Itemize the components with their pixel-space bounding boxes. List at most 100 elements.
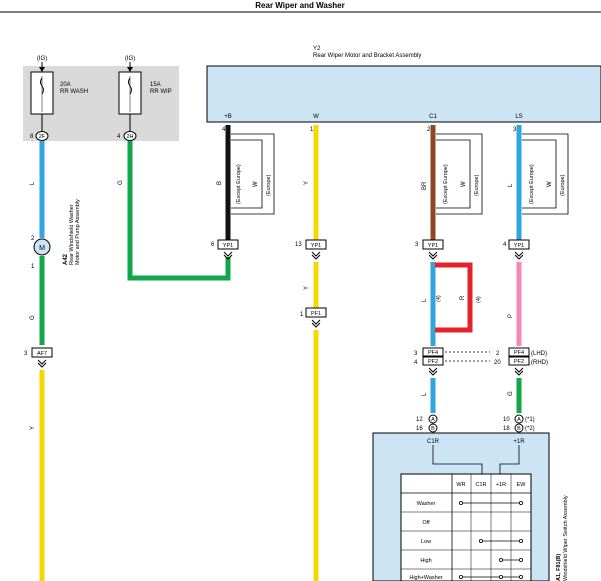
pf2-r-note: (RHD) [531, 360, 548, 366]
pf4-r-connector [508, 347, 530, 357]
yp1-d-connector [508, 239, 530, 250]
wire-label-w2: W [461, 181, 467, 187]
washer-motor-id: A42 [63, 253, 69, 265]
wire-label-r: R [460, 295, 466, 300]
terminal-ls: LS [515, 114, 522, 120]
switch-row-off: Off [422, 520, 430, 526]
switch-contacts [458, 500, 524, 580]
variant-europe-2: (Europe) [474, 174, 480, 196]
pf1-pin: 1 [300, 312, 304, 318]
wire-label-l: L [30, 181, 36, 185]
sw-left-a-circle [428, 414, 438, 424]
pf2-r-pin: 20 [494, 360, 501, 366]
switch-col-ew: EW [517, 482, 527, 488]
yp1-d-pin: 4 [503, 242, 507, 248]
yp1-a-label: YP1 [223, 243, 233, 249]
page-title: Rear Wiper and Washer [255, 1, 344, 10]
pf4-l-pin: 3 [414, 351, 418, 357]
terminal-pin-4: 4 [222, 127, 226, 133]
sw-right-pin-a: 10 [503, 417, 510, 423]
yp1-c-chevron [428, 251, 438, 260]
sw-right-a-id: A [517, 417, 521, 423]
terminal-plus-b: +B [224, 114, 232, 120]
wire-label-l2: L [508, 183, 514, 187]
variant-v4-left: (4) [436, 295, 442, 302]
terminal-pin-1: 1 [310, 127, 314, 133]
pf2-r-connector [508, 356, 530, 366]
pf2-r-label: PF2 [514, 359, 524, 365]
fuse-2-connector-label: 2H [126, 134, 133, 140]
variant-bracket-ls-outer [522, 133, 569, 215]
sw-left-pin-a: 12 [416, 417, 423, 423]
fuse-1-pin: 8 [30, 134, 34, 140]
yp1-b-connector [305, 239, 327, 250]
switch-assembly-id: A1, F81(B) [556, 554, 562, 581]
wire-red-variant [435, 262, 473, 333]
switch-link-c1r [432, 445, 483, 474]
wire-label-b: B [217, 181, 223, 185]
switch-table-frame [400, 473, 532, 581]
contact-high-ew [519, 558, 524, 563]
variant-except-europe-2: (Except Europe) [443, 164, 449, 204]
variant-europe-3: (Europe) [560, 174, 566, 196]
variant-except-europe-3: (Except Europe) [529, 164, 535, 204]
fuse-1-rating: 20A [60, 82, 71, 88]
af7-chevron [37, 359, 47, 368]
wire-label-g3: G [508, 391, 514, 396]
contact-washer-ew [519, 500, 524, 505]
fuse-1-connector [35, 131, 49, 141]
yp1-d-chevron [514, 251, 524, 260]
switch-terminal-plus1r: +1R [513, 439, 525, 445]
variant-bracket-c1-inner [436, 139, 471, 209]
contact-high-plus1r [498, 558, 503, 563]
switch-row-high-washer: High+Washer [409, 575, 442, 581]
sw-right-b-id: B [517, 426, 521, 432]
yp1-b-pin: 13 [295, 242, 302, 248]
washer-motor-line1: Rear Windshield Washer [69, 204, 75, 265]
terminal-c1: C1 [429, 114, 437, 120]
fuse-2-pin: 4 [117, 134, 121, 140]
yp1-c-label: YP1 [428, 243, 438, 249]
pf2-l-pin: 4 [414, 360, 418, 366]
terminal-w: W [313, 114, 319, 120]
pf4-r-pin: 2 [496, 351, 500, 357]
sw-right-b-circle [514, 423, 524, 433]
variant-bracket-b-outer [231, 133, 275, 215]
pf-right-chevron [514, 367, 524, 376]
fuse-2-circuit: RR WIP [150, 89, 172, 95]
switch-table: WR C1R +1R EW Washer Off Low High High+W… [400, 473, 532, 581]
switch-col-plus1r: +1R [496, 482, 506, 488]
wire-label-g2: G [118, 180, 124, 185]
sw-right-a-circle [514, 414, 524, 424]
af7-connector [31, 347, 53, 358]
pf1-label: PF1 [311, 311, 321, 317]
yp1-c-pin: 3 [415, 242, 419, 248]
fuse-1-connector-label: 2F [39, 134, 46, 140]
switch-assembly-name: Windshield Wiper Switch Assembly [563, 495, 569, 581]
fuse-1-arrow [39, 67, 45, 72]
contact-low-c1r [478, 539, 483, 544]
wire-label-y3: Y [304, 286, 310, 290]
switch-col-c1r: C1R [475, 482, 486, 488]
motor-assembly-id: Y2 [313, 46, 321, 52]
af7-label: AF7 [37, 351, 47, 357]
wire-label-l4: L [422, 392, 428, 396]
yp1-a-pin: 6 [211, 242, 215, 248]
wire-label-w3: W [547, 181, 553, 187]
yp1-c-connector [422, 239, 444, 250]
sw-left-b-id: B [431, 426, 435, 432]
fuse-2-rating: 15A [150, 82, 161, 88]
wire-label-p: P [508, 314, 514, 318]
pf1-chevron [311, 319, 321, 328]
variant-bracket-b-inner [231, 139, 263, 209]
sw-left-b-circle [428, 423, 438, 433]
pf1-connector [305, 307, 327, 318]
wire-label-br: BR [422, 181, 428, 190]
wire-label-l3: L [422, 298, 428, 302]
switch-row-high: High [420, 558, 431, 564]
fuse-2-connector [123, 131, 137, 141]
fuse-2-arrow [127, 67, 133, 72]
contact-high-washer-wr [458, 575, 463, 580]
yp1-d-label: YP1 [514, 243, 524, 249]
yp1-b-chevron [311, 251, 321, 260]
